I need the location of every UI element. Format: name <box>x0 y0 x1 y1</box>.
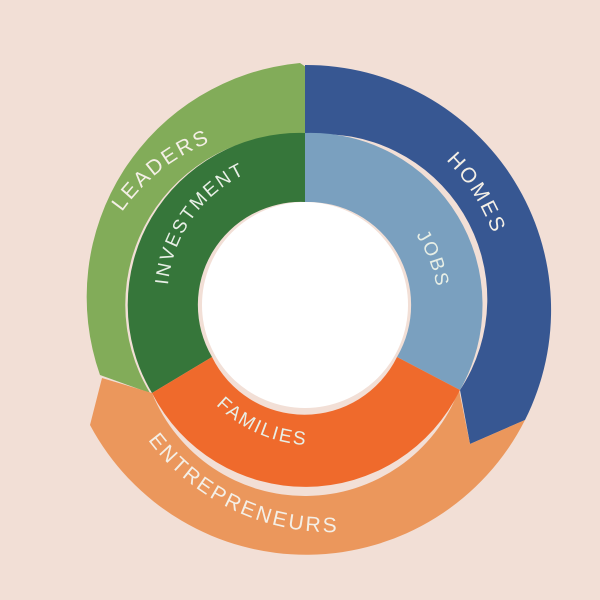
outer-segment-entrepreneurs <box>90 378 525 555</box>
center-circle <box>202 202 408 408</box>
outer-segment-homes <box>305 64 552 444</box>
inner-segment-jobs <box>305 132 483 390</box>
inner-segment-investment <box>127 132 305 393</box>
inner-segment-families <box>152 357 460 487</box>
outer-segment-leaders <box>86 63 353 393</box>
